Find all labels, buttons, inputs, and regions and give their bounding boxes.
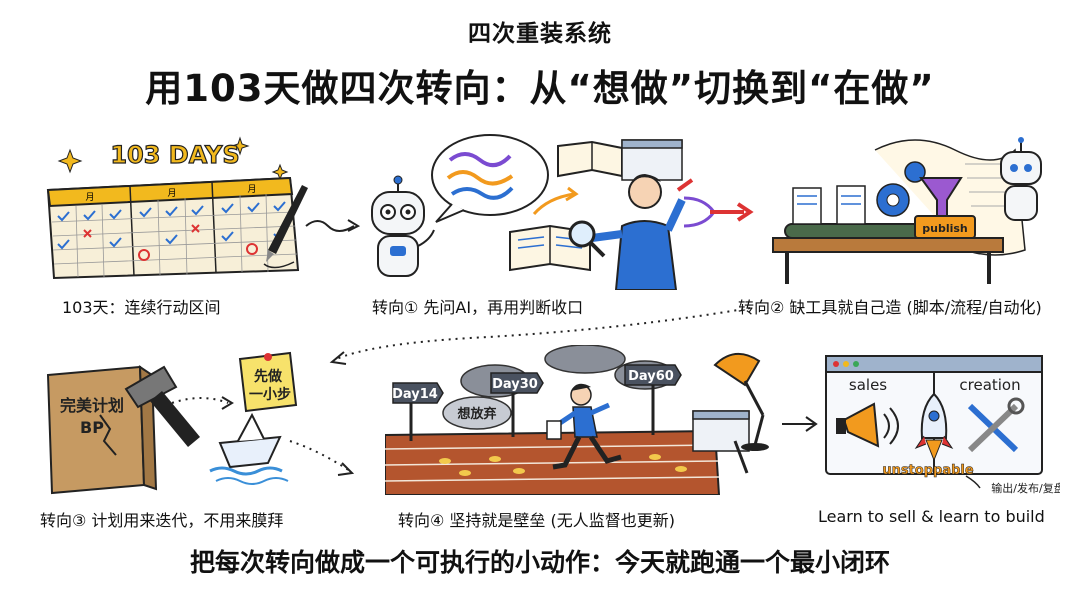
creation-label: creation [959, 376, 1020, 394]
days-banner: 103 DAYS [110, 141, 239, 169]
robot-icon [1000, 137, 1042, 221]
robot-icon [371, 175, 435, 277]
caption-turn2: 转向② 缺工具就自己造 (脚本/流程/自动化) [738, 298, 1042, 317]
magnifier-icon [568, 220, 606, 258]
person-icon [591, 174, 694, 290]
persist-illustration: 想放弃 Day14 Day30 Day60 [385, 345, 769, 495]
signpost-day14 [392, 382, 444, 441]
sell-build-illustration: sales creation unstoppable 输出/发布/复盘 [825, 355, 1060, 495]
sticky-note [238, 351, 298, 413]
book-icon [46, 365, 158, 495]
month-label: 月 [247, 184, 256, 195]
calendar-illustration: 103 DAYS 月 月 月 [46, 136, 308, 280]
note-line1: 先做 [254, 368, 283, 385]
subtitle: 四次重装系统 [468, 21, 612, 47]
tools-icon [967, 397, 1025, 453]
runner-icon [546, 383, 622, 470]
unstoppable-label: unstoppable [882, 463, 974, 478]
caption-days: 103天：连续行动区间 [62, 298, 221, 317]
cloud-icon [442, 396, 512, 430]
caption-turn1: 转向① 先问AI，再用判断收口 [372, 298, 584, 317]
publish-box [914, 215, 976, 239]
check-marks [57, 201, 286, 250]
megaphone-icon [836, 402, 899, 448]
sales-label: sales [849, 376, 887, 394]
month-label: 月 [85, 192, 94, 203]
table [772, 237, 1004, 253]
arrow-right-icon [683, 196, 754, 228]
sign-label: Day60 [628, 369, 674, 384]
plan-iterate-illustration: 完美计划 BP 先做 一小步 [46, 351, 355, 495]
arrow-right-icon [305, 219, 361, 232]
month-label: 月 [167, 188, 176, 199]
note-line2: 一小步 [249, 386, 291, 403]
dotted-arrow [329, 307, 751, 365]
workbench-illustration: publish [772, 137, 1042, 284]
output-label: 输出/发布/复盘 [991, 481, 1060, 495]
rocket-icon [914, 392, 954, 462]
page-title: 用103天做四次转向：从“想做”切换到“在做” [145, 67, 935, 110]
arrow-right-icon [782, 416, 818, 432]
sign-label: Day14 [392, 387, 438, 402]
publish-label: publish [922, 222, 968, 235]
book-icon [509, 140, 623, 272]
caption-turn3: 转向③ 计划用来迭代，不用来膜拜 [40, 511, 284, 530]
ask-ai-illustration [371, 134, 694, 290]
pen-icon [263, 185, 308, 269]
hammer-icon [124, 365, 200, 447]
paper-boat-icon [209, 412, 289, 485]
caption-turn4: 转向④ 坚持就是壁垒 (无人监督也更新) [398, 511, 676, 530]
signpost-day60 [624, 364, 682, 435]
signpost-day30 [490, 372, 544, 437]
book-title: 完美计划 [60, 396, 124, 415]
caption-final: Learn to sell & learn to build [818, 507, 1045, 526]
book-subtitle: BP [80, 418, 104, 437]
cloud-label: 想放弃 [457, 406, 496, 422]
sparkle-icon [57, 136, 289, 181]
summary-line: 把每次转向做成一个可执行的小动作：今天就跑通一个最小闭环 [189, 548, 890, 577]
speech-bubble [431, 134, 549, 223]
sign-label: Day30 [492, 377, 538, 392]
lamp-icon [713, 353, 769, 451]
